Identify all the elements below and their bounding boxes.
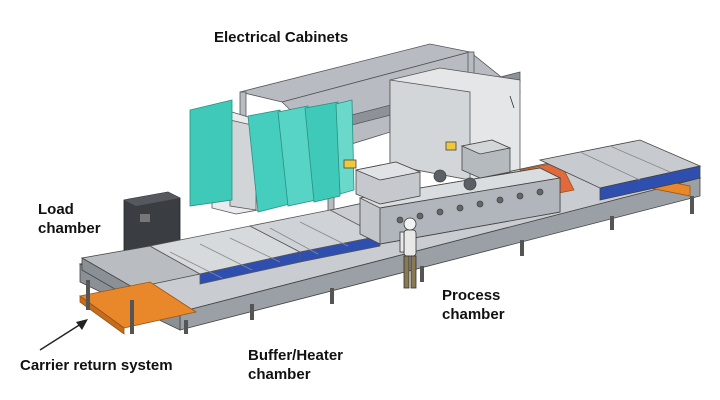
label-buffer-heater-line2: chamber	[248, 366, 311, 383]
buffer-heater-chamber	[148, 209, 382, 285]
label-load-chamber: Load chamber	[38, 200, 101, 238]
label-load-chamber-line2: chamber	[38, 220, 101, 237]
support-legs	[86, 196, 694, 334]
person-figure	[399, 217, 417, 289]
electrical-cabinets-teal	[189, 99, 355, 213]
label-carrier-return-system: Carrier return system	[20, 356, 173, 375]
label-electrical-cabinets: Electrical Cabinets	[214, 28, 348, 47]
process-top-units	[343, 139, 512, 205]
label-carrier-return-system-text: Carrier return system	[20, 357, 173, 374]
exit-section	[538, 139, 702, 201]
label-buffer-heater-line1: Buffer/Heater	[248, 347, 344, 364]
label-buffer-heater-chamber: Buffer/Heater chamber	[248, 346, 343, 384]
carrier-arrow	[39, 319, 88, 351]
label-load-chamber-line1: Load	[38, 201, 74, 218]
label-electrical-cabinets-text: Electrical Cabinets	[214, 29, 349, 46]
dark-control-box	[123, 191, 181, 257]
label-process-chamber-line2: chamber	[442, 306, 505, 323]
label-process-chamber: Process chamber	[442, 286, 505, 324]
label-process-chamber-line1: Process	[442, 287, 501, 304]
